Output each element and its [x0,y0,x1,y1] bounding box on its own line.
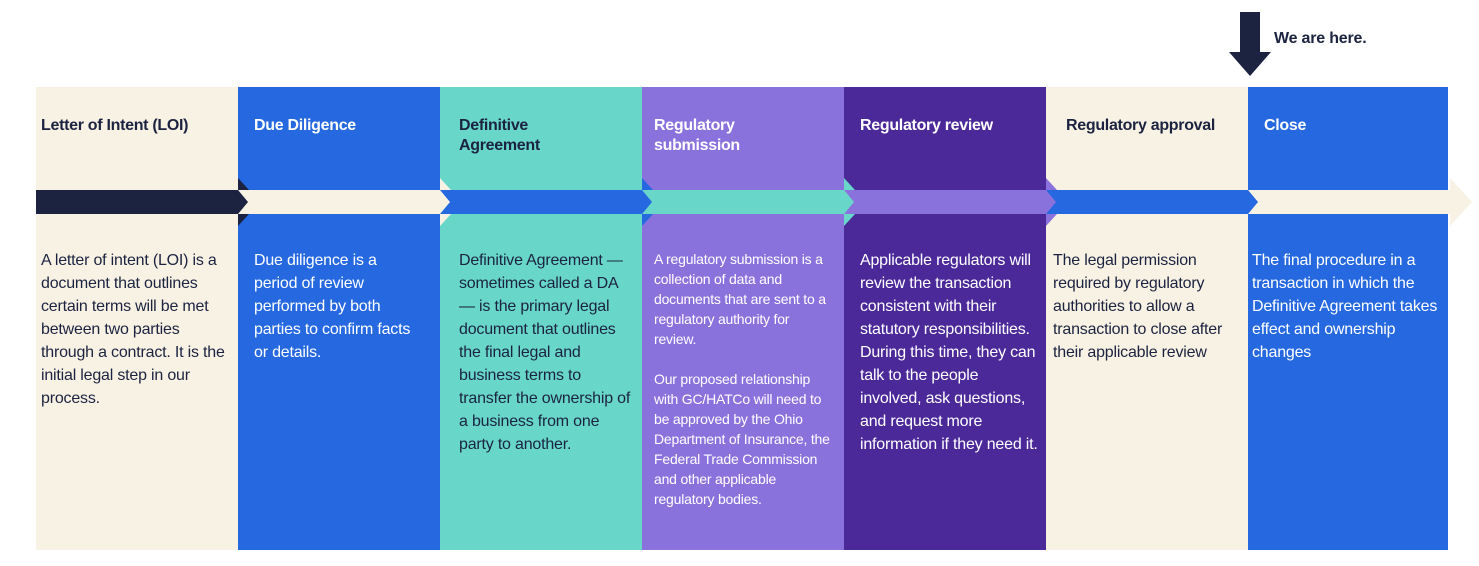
stage-title: Definitive Agreement [459,117,540,154]
stage-description: A regulatory submission is a collection … [654,249,832,509]
stage-title: Regulatory submission [654,117,740,154]
stage-description-paragraph: Due diligence is a period of review perf… [254,252,411,361]
stage-definitive-agreement: Definitive Agreement Definitive Agreemen… [440,87,642,550]
stage-loi: Letter of Intent (LOI) A letter of inten… [36,87,238,550]
we-are-here-label: We are here. [1274,30,1367,47]
stage-title: Due Diligence [254,117,356,134]
stage-regulatory-review: Regulatory review Applicable regulators … [844,87,1046,550]
stage-regulatory-approval: Regulatory approval The legal permission… [1046,87,1248,550]
stage-title: Regulatory approval [1066,117,1216,134]
stage-description: A letter of intent (LOI) is a document t… [41,249,229,410]
stage-description-paragraph: Definitive Agreement — sometimes called … [459,252,631,453]
stage-due-diligence: Due Diligence Due diligence is a period … [238,87,440,550]
stage-description-paragraph: A letter of intent (LOI) is a document t… [41,252,225,407]
stage-description-paragraph: A regulatory submission is a collection … [654,251,826,347]
stage-title: Letter of Intent (LOI) [41,117,189,134]
stage-description-paragraph: Applicable regulators will review the tr… [860,252,1038,453]
stage-title: Regulatory review [860,117,993,134]
stage-close: Close The final procedure in a transacti… [1248,87,1448,550]
stage-description-paragraph: The legal permission required by regulat… [1053,252,1223,361]
stage-description: Applicable regulators will review the tr… [860,249,1042,456]
stage-title: Close [1264,117,1307,134]
stage-description: Definitive Agreement — sometimes called … [459,249,635,456]
stage-description: The final procedure in a transaction in … [1252,249,1442,364]
stage-description: Due diligence is a period of review perf… [254,249,414,364]
stage-description-paragraph: The final procedure in a transaction in … [1252,252,1438,361]
stage-description: The legal permission required by regulat… [1053,249,1223,364]
down-arrow-icon [1229,12,1271,76]
stage-regulatory-submission: Regulatory submission A regulatory submi… [642,87,844,550]
stage-description-paragraph: Our proposed relationship with GC/HATCo … [654,371,830,507]
process-stages: Letter of Intent (LOI) A letter of inten… [36,87,1448,550]
